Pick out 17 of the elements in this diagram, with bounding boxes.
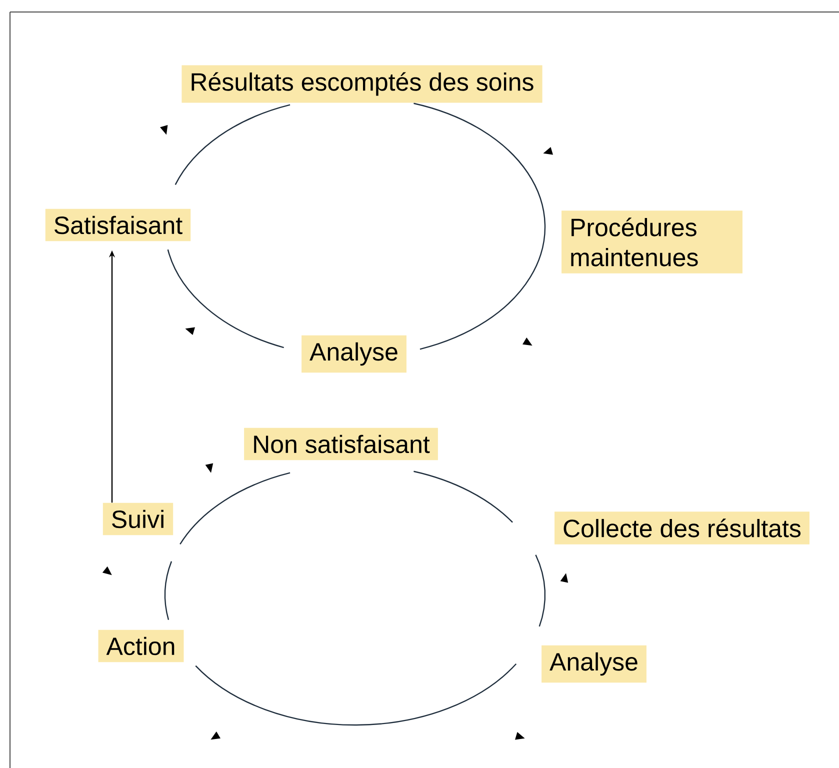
label-box: Suivi [102, 502, 174, 536]
label-box: Non satisfaisant [244, 428, 438, 460]
label-box: Collecte des résultats [554, 512, 810, 544]
label-box: Satisfaisant [45, 208, 191, 242]
cycle-arc [195, 663, 517, 726]
cycle-arc [535, 554, 546, 627]
label-box: Résultats escomptés des soins [182, 65, 542, 103]
cycle-arc [164, 561, 172, 620]
label-box: Action [98, 630, 184, 662]
cycle-arc [414, 102, 546, 350]
cycle-arc [180, 472, 290, 545]
label-box: Analyse [542, 645, 646, 683]
label-box: Analyse [302, 335, 406, 373]
cycle-arc [167, 249, 284, 348]
cycle-arc [174, 104, 290, 185]
cycle-arc [414, 470, 513, 523]
label-box: Procédures maintenues [562, 210, 742, 274]
